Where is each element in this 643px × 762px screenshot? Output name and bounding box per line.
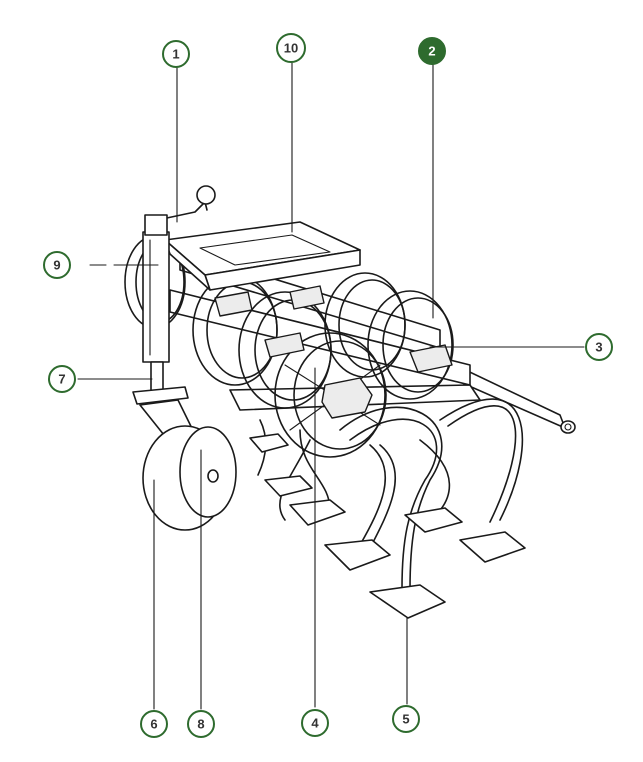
cultivator-illustration bbox=[124, 185, 576, 619]
jockey-wheel bbox=[139, 399, 237, 531]
svg-text:9: 9 bbox=[53, 258, 60, 273]
callout-4: 4 bbox=[301, 709, 329, 737]
callout-10: 10 bbox=[276, 33, 306, 63]
callout-2: 2 bbox=[418, 37, 446, 65]
svg-text:1: 1 bbox=[172, 47, 179, 62]
svg-text:7: 7 bbox=[58, 372, 65, 387]
callout-3: 3 bbox=[585, 333, 613, 361]
svg-text:6: 6 bbox=[150, 717, 157, 732]
svg-text:5: 5 bbox=[402, 712, 409, 727]
callout-9: 9 bbox=[43, 251, 71, 279]
callout-8: 8 bbox=[187, 710, 215, 738]
svg-text:3: 3 bbox=[595, 340, 602, 355]
callout-6: 6 bbox=[140, 710, 168, 738]
tine-shoes bbox=[249, 433, 526, 619]
leader-lines bbox=[77, 62, 585, 710]
svg-text:10: 10 bbox=[284, 41, 298, 56]
clamp-brackets bbox=[214, 285, 453, 419]
callouts: 1 2 3 4 5 6 7 8 bbox=[43, 33, 613, 738]
tool-tray bbox=[164, 221, 361, 291]
callout-5: 5 bbox=[392, 705, 420, 733]
jack-stand bbox=[132, 185, 216, 405]
spring-tines bbox=[257, 398, 524, 591]
svg-text:8: 8 bbox=[197, 717, 204, 732]
svg-text:4: 4 bbox=[311, 716, 319, 731]
callout-7: 7 bbox=[48, 365, 76, 393]
svg-text:2: 2 bbox=[428, 44, 435, 59]
callout-1: 1 bbox=[162, 40, 190, 68]
